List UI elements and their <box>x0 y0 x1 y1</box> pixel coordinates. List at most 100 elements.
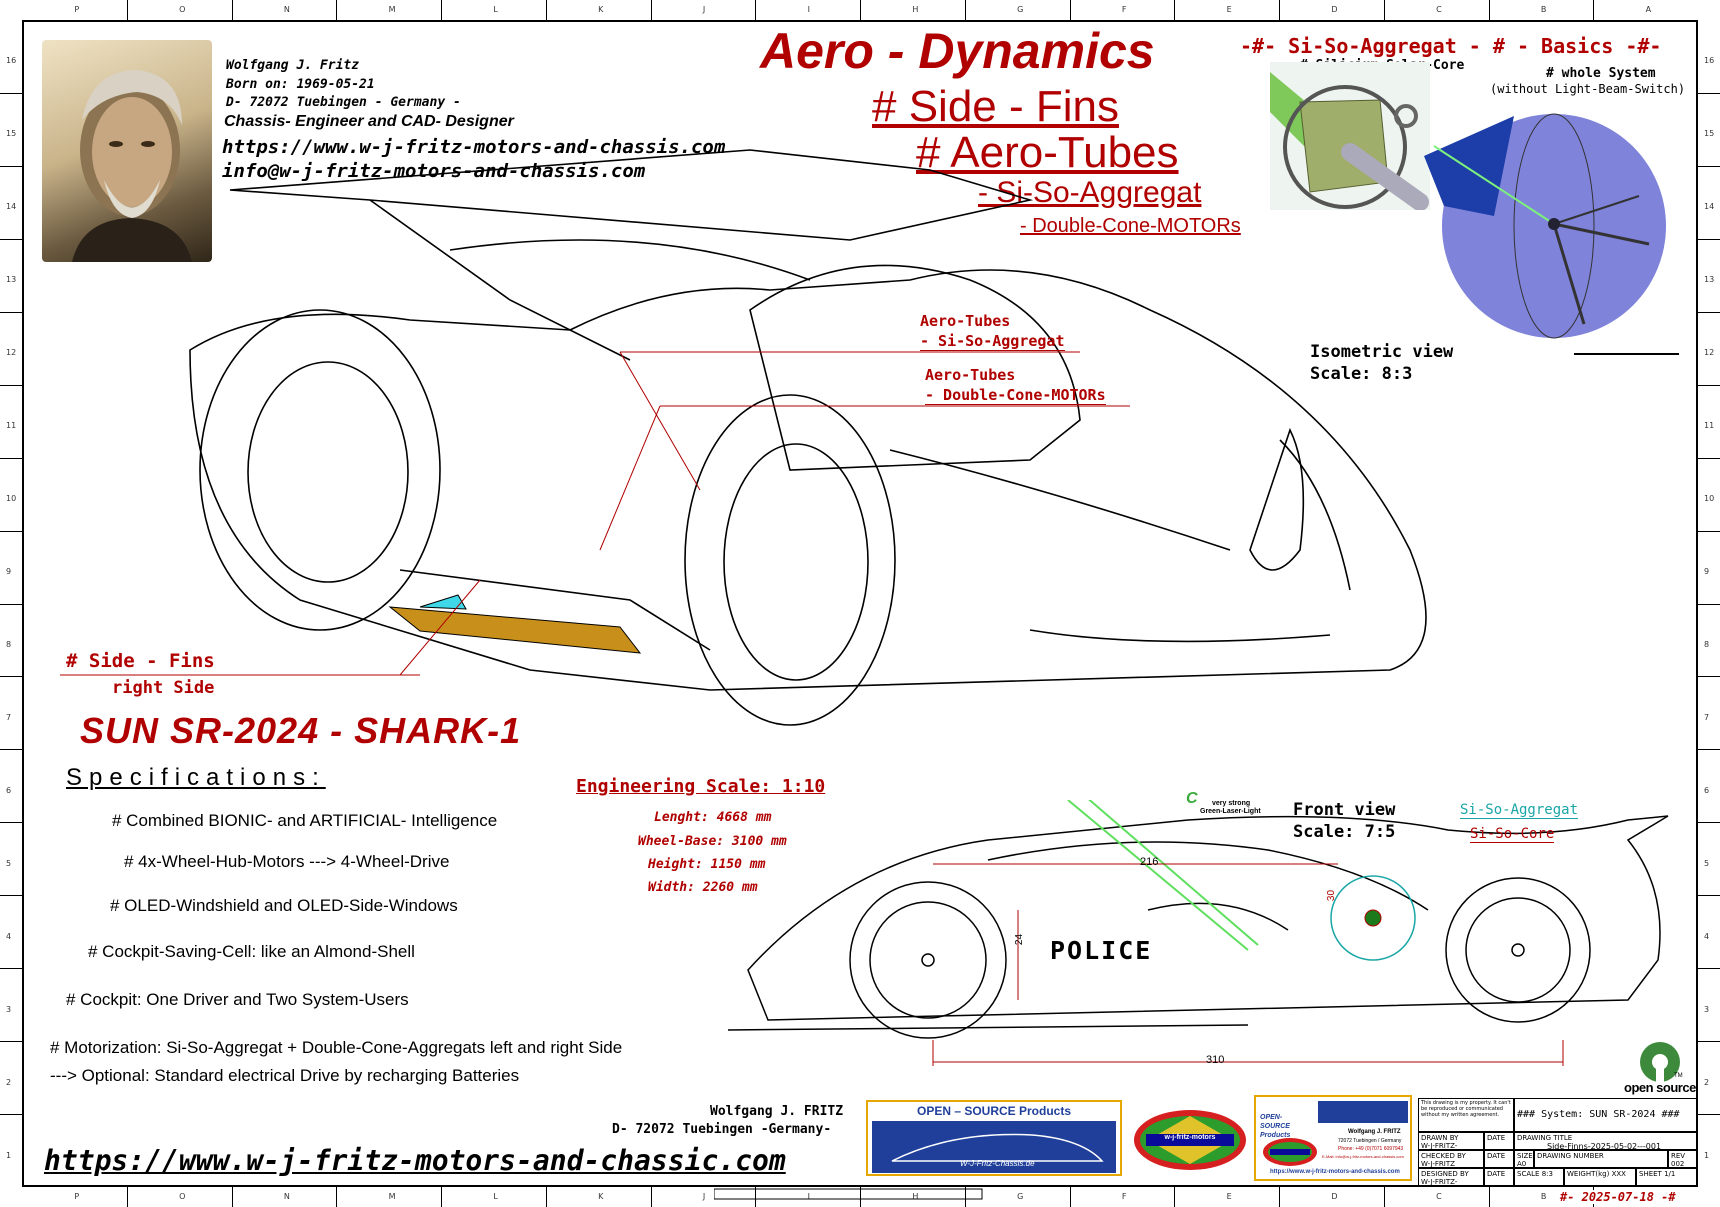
oss-sub: W-J-Fritz-Chassis.de <box>960 1159 1035 1168</box>
tb-title-label: DRAWING TITLE <box>1517 1134 1573 1142</box>
author-url[interactable]: https://www.w-j-fritz-motors-and-chassis… <box>222 136 726 158</box>
ruler-letter: D <box>1331 1192 1338 1201</box>
front-scale-label: Scale: 7:5 <box>1293 822 1396 842</box>
author-city: D- 72072 Tuebingen - Germany - <box>226 95 461 110</box>
ruler-divider <box>1383 0 1385 20</box>
ruler-number: 7 <box>1704 712 1710 722</box>
card-email[interactable]: E-Mail: info@w-j-fritz-motors-and-chassi… <box>1322 1154 1404 1159</box>
tb-date-3: DATE <box>1484 1168 1514 1187</box>
card-title: OPEN-SOURCE Products <box>1260 1114 1291 1139</box>
basics-whole-label: # whole System <box>1546 66 1656 81</box>
dim-216: 216 <box>1140 856 1159 868</box>
tb-drawn-by-value: W-J-FRITZ-MOTORS <box>1421 1142 1458 1150</box>
ruler-letter: E <box>1226 5 1232 14</box>
ruler-divider <box>126 1187 128 1207</box>
ruler-divider <box>0 1041 22 1043</box>
ruler-divider <box>0 165 22 167</box>
ruler-divider <box>1698 457 1720 459</box>
card-banner <box>1318 1101 1408 1123</box>
spec-item: ---> Optional: Standard electrical Drive… <box>50 1066 520 1085</box>
ruler-divider <box>1174 1187 1176 1207</box>
heading-aero-tubes: # Aero-Tubes <box>916 128 1179 177</box>
laser-label-1: very strong <box>1212 800 1251 807</box>
spec-item: # OLED-Windshield and OLED-Side-Windows <box>110 896 458 915</box>
ruler-number: 10 <box>1704 494 1715 504</box>
author-name: Wolfgang J. Fritz <box>226 58 360 73</box>
card-url[interactable]: https://www.w-j-fritz-motors-and-chassis… <box>1270 1169 1400 1175</box>
iso-view-label: Isometric view <box>1310 342 1454 362</box>
card-mini-logo <box>1263 1138 1317 1166</box>
tb-system: ### System: SUN SR-2024 ### <box>1514 1098 1698 1132</box>
ruler-letter: L <box>493 5 498 14</box>
callout-si-so-1: - Si-So-Aggregat <box>920 332 1065 351</box>
heading-aero-dynamics: Aero - Dynamics <box>760 23 1155 79</box>
ruler-number: 14 <box>6 202 17 212</box>
ruler-divider <box>0 384 22 386</box>
engineering-height: Height: 1150 mm <box>648 857 766 872</box>
footer-url[interactable]: https://www.w-j-fritz-motors-and-chassic… <box>44 1144 786 1177</box>
ruler-divider <box>755 0 757 20</box>
ruler-letter: N <box>283 1192 290 1201</box>
side-view-dimensions <box>932 863 1564 1066</box>
ruler-divider <box>1069 0 1071 20</box>
card-city: 72072 Tuebingen / Germany <box>1338 1138 1402 1144</box>
tb-weight-label: WEIGHT(kg) <box>1567 1170 1610 1178</box>
callout-leader-lines <box>60 351 1130 676</box>
ruler-divider <box>1069 1187 1071 1207</box>
card-phone: Phone: +49 (0)7071 6097943 <box>1338 1146 1404 1152</box>
tb-drawing-number: DRAWING NUMBER <box>1534 1150 1668 1168</box>
ruler-divider <box>336 1187 338 1207</box>
callout-double-cone-2: - Double-Cone-MOTORs <box>925 386 1106 405</box>
ruler-divider <box>1698 1041 1720 1043</box>
isometric-car-drawing <box>189 149 1427 726</box>
ruler-number: 4 <box>1704 931 1710 941</box>
ruler-divider <box>1383 1187 1385 1207</box>
card-name: Wolfgang J. FRITZ <box>1348 1129 1401 1135</box>
tb-notice: This drawing is my property. It can't be… <box>1418 1098 1514 1132</box>
ruler-number: 12 <box>1704 348 1715 358</box>
ruler-number: 11 <box>6 421 17 431</box>
tb-scale-label: SCALE <box>1517 1170 1540 1178</box>
ruler-number: 3 <box>6 1004 12 1014</box>
author-role: Chassis- Engineer and CAD- Designer <box>224 113 514 130</box>
ruler-letter: M <box>388 5 396 14</box>
dim-30: 30 <box>1326 889 1338 902</box>
callout-aero-tubes-1: Aero-Tubes <box>920 312 1011 330</box>
ruler-divider <box>231 0 233 20</box>
silicium-core-render <box>1270 62 1430 210</box>
ruler-number: 13 <box>1704 275 1715 285</box>
tb-scale: SCALE 8:3 <box>1514 1168 1564 1187</box>
ruler-number: 15 <box>1704 129 1715 139</box>
oss-title: OPEN – SOURCE Products <box>916 1104 1072 1118</box>
ruler-number: 4 <box>6 931 12 941</box>
spec-item: # Cockpit: One Driver and Two System-Use… <box>66 990 409 1009</box>
contact-card: OPEN-SOURCE Products Wolfgang J. FRITZ 7… <box>1254 1095 1412 1181</box>
ruler-divider <box>1488 0 1490 20</box>
ruler-divider <box>1698 165 1720 167</box>
ruler-letter: L <box>493 1192 498 1201</box>
ruler-number: 15 <box>6 129 17 139</box>
whole-system-globe <box>1424 113 1679 355</box>
dim-310: 310 <box>1206 1054 1225 1066</box>
ruler-letter: E <box>1226 1192 1232 1201</box>
tb-date-2: DATE <box>1484 1150 1514 1168</box>
drawing-frame <box>22 20 1698 1187</box>
ruler-number: 13 <box>6 275 17 285</box>
ruler-divider <box>1698 92 1720 94</box>
tb-rev-value: 002 <box>1671 1160 1685 1168</box>
tb-size-label: SIZE <box>1517 1152 1533 1160</box>
tb-checked-by-value: W-J-FRITZ <box>1421 1160 1455 1168</box>
fins-sub-label: right Side <box>112 678 215 698</box>
ruler-divider <box>1698 822 1720 824</box>
ruler-divider <box>0 968 22 970</box>
car-title: SUN SR-2024 - SHARK-1 <box>80 710 522 751</box>
ruler-divider <box>0 530 22 532</box>
ruler-number: 7 <box>6 712 12 722</box>
ruler-letter: I <box>807 5 810 14</box>
oss-car-outline <box>891 1133 1104 1162</box>
front-si-core-label: Si-So-Core <box>1470 826 1555 843</box>
ruler-letter: K <box>598 5 604 14</box>
ruler-divider <box>1698 530 1720 532</box>
